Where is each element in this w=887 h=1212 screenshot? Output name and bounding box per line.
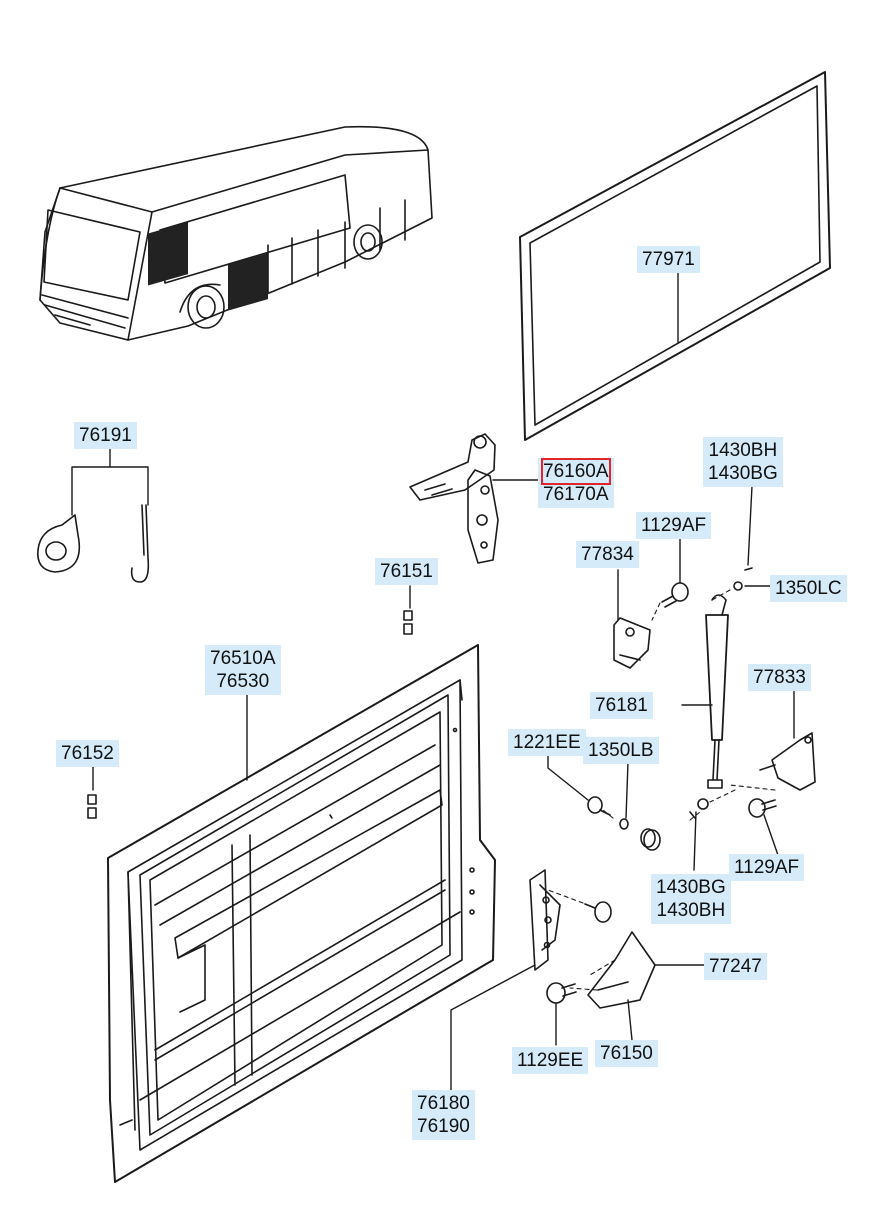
hinge-76160a bbox=[409, 433, 499, 564]
label-77834[interactable]: 77834 bbox=[576, 541, 639, 568]
label-76180-76190[interactable]: 76180 76190 bbox=[412, 1090, 475, 1140]
washer-1350lb bbox=[619, 818, 629, 830]
label-76510a-76530[interactable]: 76510A 76530 bbox=[205, 645, 281, 695]
gas-strut-76181 bbox=[705, 567, 753, 789]
door-panel-76510a bbox=[107, 644, 496, 1183]
label-1129af-top[interactable]: 1129AF bbox=[636, 512, 712, 539]
label-76152-text: 76152 bbox=[61, 743, 114, 764]
label-1430bg-top-text: 1430BG bbox=[708, 463, 778, 484]
label-76180-text: 76180 bbox=[417, 1093, 470, 1114]
clip-1430bg-bottom bbox=[689, 798, 709, 819]
label-1221ee[interactable]: 1221EE bbox=[508, 729, 586, 756]
bracket-77833 bbox=[759, 732, 816, 791]
label-1430bg-1430bh-bottom[interactable]: 1430BG 1430BH bbox=[651, 874, 731, 924]
bolt-1221ee bbox=[587, 796, 611, 816]
label-1350lc[interactable]: 1350LC bbox=[770, 575, 847, 602]
label-76160a-text-highlighted: 76160A bbox=[541, 458, 611, 485]
label-1129af-bottom[interactable]: 1129AF bbox=[729, 854, 805, 881]
bolt-1129af-top bbox=[661, 582, 689, 608]
label-1129af-bottom-text: 1129AF bbox=[734, 857, 800, 878]
bracket-77834 bbox=[613, 617, 651, 669]
bus-illustration bbox=[39, 125, 433, 341]
label-76530-text: 76530 bbox=[216, 671, 270, 692]
label-77247[interactable]: 77247 bbox=[704, 953, 767, 980]
clip-76152 bbox=[87, 794, 97, 819]
label-76160a-76170a[interactable]: 76160A 76170A bbox=[538, 458, 614, 508]
label-1350lc-text: 1350LC bbox=[775, 578, 842, 599]
label-76150-text: 76150 bbox=[600, 1043, 653, 1064]
label-1350lb-text: 1350LB bbox=[588, 740, 654, 761]
bolt-1129ee bbox=[546, 982, 577, 1004]
label-1221ee-text: 1221EE bbox=[513, 732, 581, 753]
latch-76180 bbox=[529, 869, 561, 971]
label-77971[interactable]: 77971 bbox=[637, 246, 700, 273]
label-1430bh-top-text: 1430BH bbox=[708, 440, 778, 461]
label-76152[interactable]: 76152 bbox=[56, 740, 119, 767]
label-77834-text: 77834 bbox=[581, 544, 634, 565]
bolt-latch bbox=[584, 901, 612, 923]
label-1129ee-text: 1129EE bbox=[517, 1050, 584, 1071]
label-76510a-text: 76510A bbox=[210, 648, 276, 669]
label-77833-text: 77833 bbox=[753, 667, 806, 688]
label-76191[interactable]: 76191 bbox=[74, 422, 137, 449]
label-77833[interactable]: 77833 bbox=[748, 664, 811, 691]
dashed-guides bbox=[547, 589, 776, 991]
bolt-1129af-bottom bbox=[748, 798, 777, 818]
label-76170a-text: 76170A bbox=[543, 484, 609, 505]
bushing bbox=[640, 828, 661, 851]
clip-76151 bbox=[403, 610, 413, 635]
label-76190-text: 76190 bbox=[417, 1116, 470, 1137]
window-glass-77971 bbox=[519, 71, 831, 441]
label-76151[interactable]: 76151 bbox=[375, 558, 438, 585]
label-76181-text: 76181 bbox=[595, 695, 648, 716]
label-1350lb[interactable]: 1350LB bbox=[583, 737, 659, 764]
hook-76191 bbox=[37, 504, 150, 583]
label-1129af-top-text: 1129AF bbox=[641, 515, 707, 536]
label-1430bh-1430bg-top[interactable]: 1430BH 1430BG bbox=[703, 437, 783, 487]
leader-lines bbox=[71, 271, 795, 1091]
label-77247-text: 77247 bbox=[709, 956, 762, 977]
label-77971-text: 77971 bbox=[642, 249, 695, 270]
label-76151-text: 76151 bbox=[380, 561, 433, 582]
label-1129ee[interactable]: 1129EE bbox=[512, 1047, 589, 1074]
label-1430bh-bottom-text: 1430BH bbox=[656, 900, 726, 921]
label-76181[interactable]: 76181 bbox=[590, 692, 653, 719]
label-76191-text: 76191 bbox=[79, 425, 132, 446]
label-1430bg-bottom-text: 1430BG bbox=[656, 877, 726, 898]
label-76150[interactable]: 76150 bbox=[595, 1040, 658, 1067]
